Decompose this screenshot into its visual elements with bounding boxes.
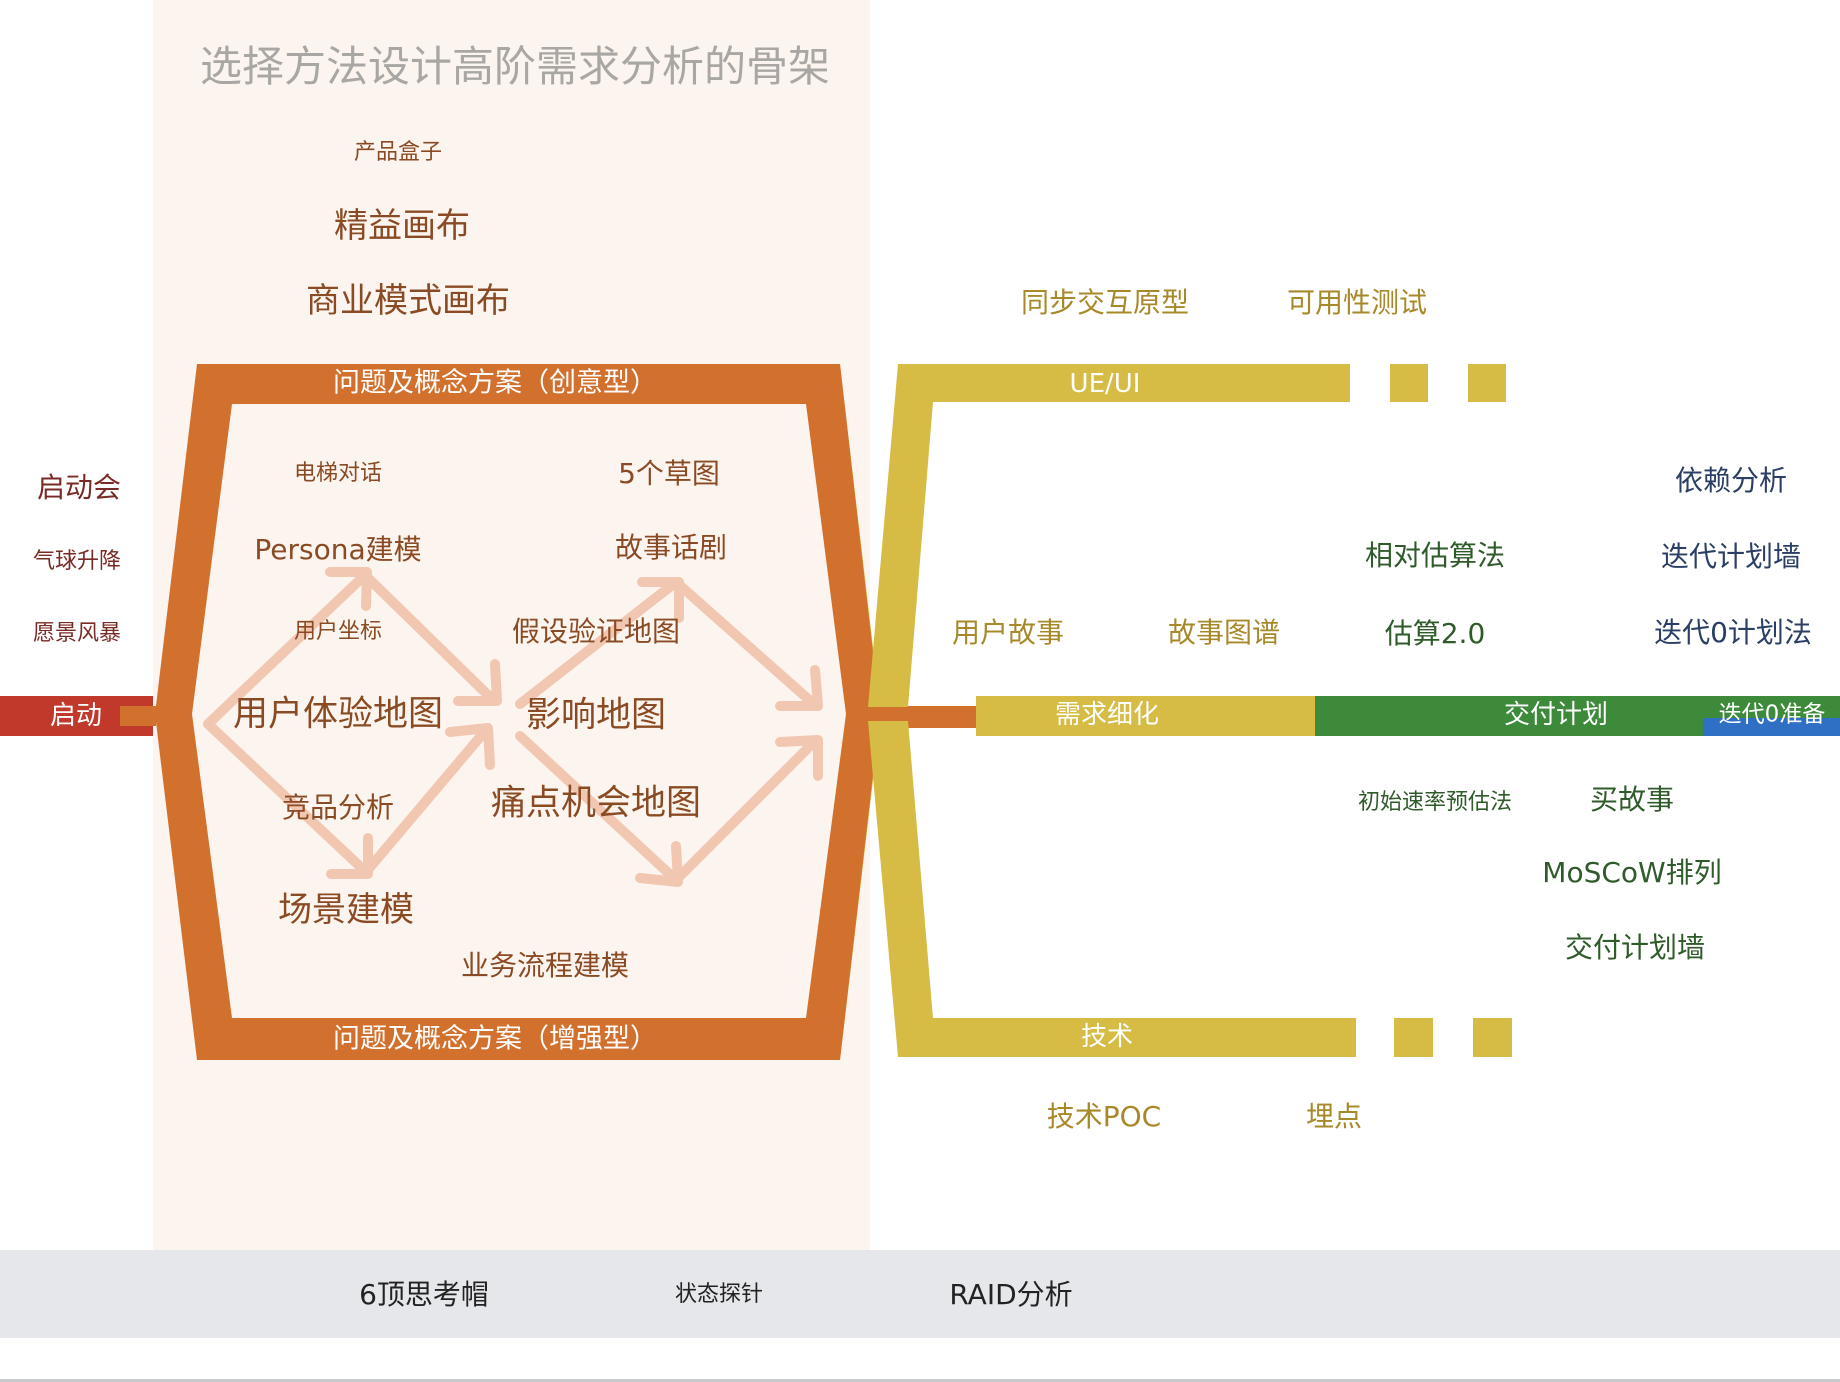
- method-user-story: 用户故事: [951, 616, 1065, 649]
- delivery-underline: [1315, 718, 1435, 736]
- iteration0-label: 迭代0准备: [1718, 701, 1826, 728]
- frame-top-label: 问题及概念方案（创意型）: [333, 367, 657, 399]
- arrow-scenario-to-impact: [361, 723, 495, 877]
- tool-raid-analysis: RAID分析: [949, 1278, 1073, 1311]
- method-journey-map: 用户体验地图: [232, 694, 444, 735]
- method-story-map: 故事图谱: [1167, 616, 1281, 649]
- kickoff-connector: [120, 706, 156, 726]
- method-relative-estimation: 相对估算法: [1364, 539, 1506, 572]
- method-usability-test: 可用性测试: [1286, 286, 1428, 319]
- method-user-coordinates: 用户坐标: [293, 619, 383, 644]
- tool-status-probe: 状态探针: [674, 1282, 764, 1307]
- method-moscow: MoSCoW排列: [1542, 856, 1722, 889]
- method-tech-poc: 技术POC: [1046, 1100, 1162, 1133]
- iteration0-top: [1703, 696, 1840, 718]
- method-impact-map: 影响地图: [525, 695, 667, 736]
- page-title: 选择方法设计高阶需求分析的骨架: [199, 42, 831, 91]
- method-iteration-wall: 迭代计划墙: [1660, 540, 1802, 573]
- method-scenario-modeling: 场景建模: [278, 890, 414, 930]
- method-initial-velocity: 初始速率预估法: [1357, 790, 1513, 815]
- bottom-rule: [0, 1379, 1840, 1382]
- method-story-drama: 故事话剧: [614, 531, 728, 564]
- method-hypothesis-map: 假设验证地图: [511, 615, 681, 648]
- kickoff-balloon: 气球升降: [32, 549, 122, 574]
- tech-label: 技术: [1080, 1022, 1134, 1052]
- method-five-sketches: 5个草图: [618, 457, 720, 490]
- method-business-model-canvas: 商业模式画布: [306, 281, 510, 321]
- method-buy-story: 买故事: [1589, 783, 1675, 816]
- tech-dash-1: [1394, 1018, 1433, 1057]
- method-product-box: 产品盒子: [353, 140, 443, 165]
- kickoff-bar-label: 启动: [49, 701, 103, 731]
- method-delivery-wall: 交付计划墙: [1564, 931, 1706, 964]
- method-business-flow: 业务流程建模: [460, 949, 630, 982]
- delivery-label: 交付计划: [1503, 700, 1609, 730]
- method-elevator-pitch: 电梯对话: [293, 461, 383, 486]
- kickoff-meeting: 启动会: [36, 471, 122, 504]
- method-sync-prototype: 同步交互原型: [1020, 286, 1190, 319]
- method-lean-canvas: 精益画布: [334, 206, 470, 246]
- ueui-label: UE/UI: [1069, 369, 1141, 399]
- bottom-tools-bar: [0, 1250, 1840, 1338]
- ueui-dash-2: [1468, 364, 1506, 402]
- arrow-hypothesis-to-frame: [671, 577, 823, 711]
- frame-bottom-label: 问题及概念方案（增强型）: [333, 1023, 657, 1055]
- tool-six-hats: 6顶思考帽: [359, 1278, 489, 1311]
- refinement-label: 需求细化: [1054, 700, 1160, 730]
- ueui-branch: [868, 364, 1350, 707]
- method-competitor-analysis: 竞品分析: [281, 791, 395, 824]
- method-pain-point-map: 痛点机会地图: [490, 783, 702, 824]
- method-persona: Persona建模: [254, 533, 422, 566]
- concept-frame: [155, 364, 880, 1060]
- flow-arrows: [203, 567, 823, 887]
- tech-branch: [868, 721, 1356, 1057]
- kickoff-vision-storm: 愿景风暴: [32, 621, 122, 646]
- method-tracking: 埋点: [1305, 1100, 1363, 1133]
- tech-dash-2: [1473, 1018, 1512, 1057]
- arrow-painpoint-to-frame: [671, 735, 823, 885]
- method-estimation-2: 估算2.0: [1384, 617, 1486, 650]
- method-dependency-analysis: 依赖分析: [1674, 464, 1788, 497]
- method-iteration0-planning: 迭代0计划法: [1654, 616, 1812, 649]
- arrow-persona-to-impact: [360, 570, 502, 706]
- ueui-dash-1: [1390, 364, 1428, 402]
